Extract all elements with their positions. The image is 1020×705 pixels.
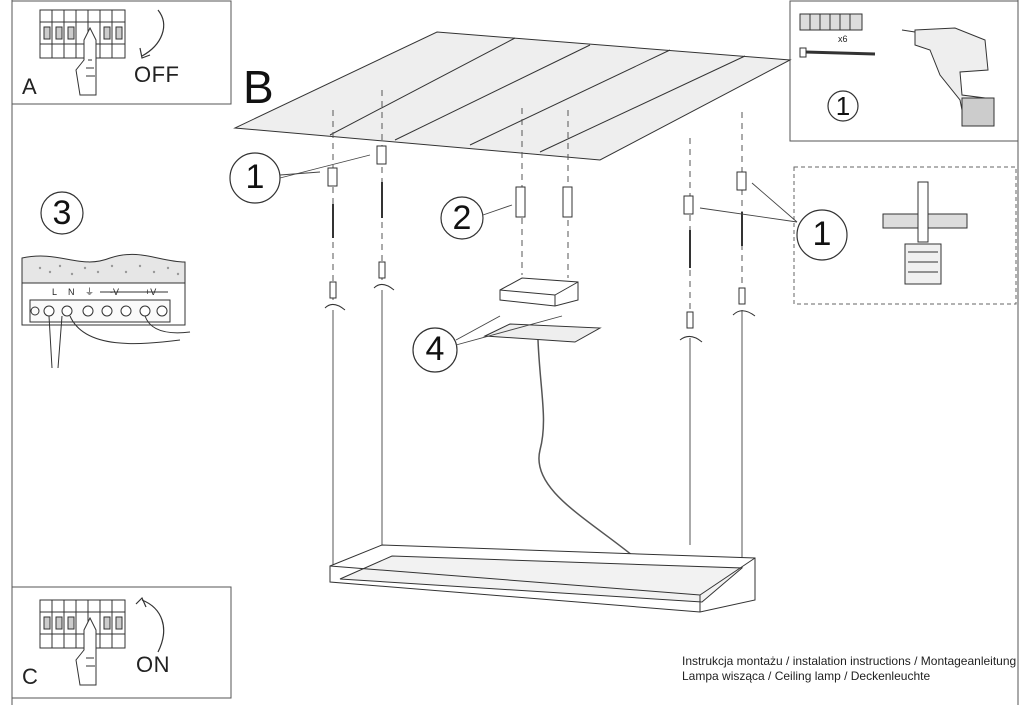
callout-mounting-right: 1 [812, 215, 832, 253]
leader-lines [279, 154, 798, 346]
terminal-label-minus-v: -V [110, 287, 119, 297]
caption: Instrukcja montażu / instalation instruc… [682, 654, 1016, 684]
terminal-texture [38, 264, 180, 276]
lamp-fixture [329, 544, 756, 613]
quantity-label: x6 [838, 34, 848, 44]
tools-box [789, 0, 1019, 142]
anchor-detail-box [793, 166, 1017, 305]
on-arrow [141, 599, 165, 653]
terminal-labels: L N ⏚ -V +V [52, 287, 156, 297]
panel-b-letter: B [243, 61, 274, 113]
panel-c-switch-label: ON [136, 652, 170, 677]
power-cable [537, 339, 639, 561]
panel-a-switch-label: OFF [134, 62, 180, 87]
callout-mounting-left: 1 [245, 158, 265, 196]
terminal-label-plus-v: +V [145, 287, 156, 297]
mounting-hardware [324, 145, 756, 343]
panel-c-box [11, 586, 232, 699]
terminal-label-ground: ⏚ [85, 287, 94, 297]
caption-line-2: Lampa wisząca / Ceiling lamp / Deckenleu… [682, 669, 931, 683]
ceiling-plane [233, 31, 792, 161]
callout-canopy: 4 [425, 330, 445, 368]
callout-terminal: 3 [52, 194, 72, 232]
terminal-block [21, 253, 191, 369]
anchor-detail [882, 181, 968, 285]
panel-c-letter: C [22, 664, 38, 689]
suspension-cables [332, 90, 743, 568]
drill-icon [901, 27, 995, 127]
caption-line-1: Instrukcja montażu / instalation instruc… [682, 654, 1017, 668]
panel-a-letter: A [22, 74, 37, 99]
panel-a-box [11, 0, 232, 105]
callouts [40, 90, 859, 373]
off-arrow [141, 9, 165, 57]
canopy [483, 277, 602, 343]
screw-icon [799, 47, 876, 58]
callout-tools: 1 [835, 91, 851, 121]
wall-plug-icon [799, 13, 863, 31]
callout-cable: 2 [452, 199, 472, 237]
breaker-panel-a [39, 9, 126, 96]
terminal-label-n: N [68, 287, 75, 297]
breaker-panel-c [39, 599, 126, 686]
terminal-label-l: L [52, 287, 57, 297]
